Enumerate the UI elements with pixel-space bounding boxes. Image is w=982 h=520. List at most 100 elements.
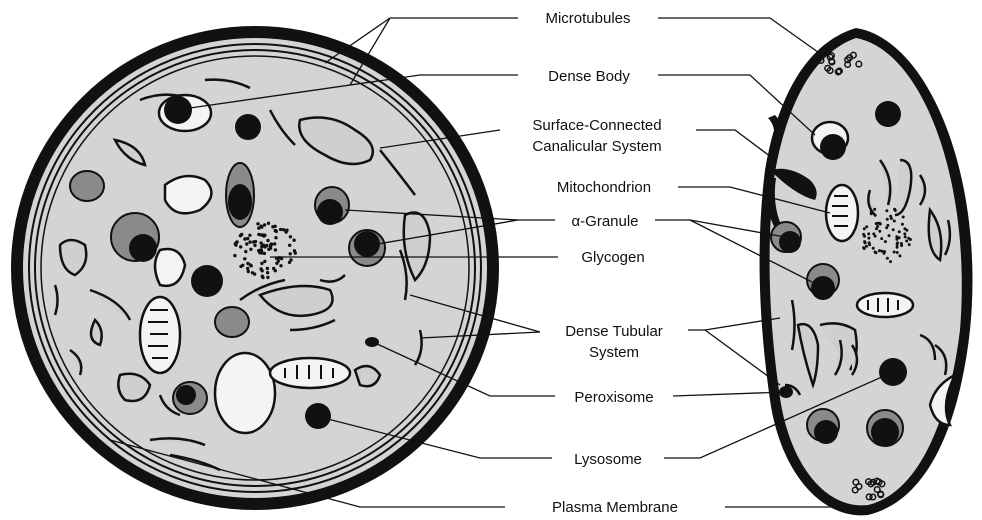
- glycogen-dot: [898, 230, 901, 233]
- label-glycogen: Glycogen: [581, 249, 644, 266]
- glycogen-dot: [270, 242, 273, 245]
- label-dense-body: Dense Body: [548, 68, 630, 85]
- glycogen-dot: [243, 237, 246, 240]
- glycogen-dot: [903, 227, 906, 230]
- glycogen-dot: [893, 208, 896, 211]
- glycogen-dot: [889, 260, 892, 263]
- glycogen-dot: [885, 209, 888, 212]
- glycogen-dot: [865, 225, 868, 228]
- granule-nucleoid: [871, 418, 899, 446]
- canalicular-vacuole: [215, 353, 275, 433]
- glycogen-dot: [872, 232, 875, 235]
- glycogen-dot: [263, 245, 266, 248]
- label-microtubules: Microtubules: [545, 10, 630, 27]
- glycogen-dot: [288, 244, 291, 247]
- leader-microtubules: [658, 18, 822, 55]
- glycogen-dot: [904, 235, 907, 238]
- glycogen-dot: [243, 257, 246, 260]
- label-sccs-line2: Canalicular System: [532, 138, 661, 155]
- glycogen-dot: [885, 226, 888, 229]
- glycogen-dot: [901, 223, 904, 226]
- dense-tubule: [792, 300, 795, 350]
- glycogen-dot: [862, 246, 865, 249]
- glycogen-dot: [266, 239, 269, 242]
- glycogen-dot: [880, 237, 883, 240]
- glycogen-dot: [249, 248, 252, 251]
- dense-body-core: [164, 96, 192, 124]
- glycogen-dot: [257, 233, 260, 236]
- granule-nucleoid: [814, 420, 838, 444]
- glycogen-dot: [870, 212, 873, 215]
- granule-nucleoid: [779, 231, 801, 253]
- granule-nucleoid: [228, 184, 252, 220]
- granule-nucleoid: [129, 234, 157, 262]
- glycogen-dot: [271, 225, 274, 228]
- dense-body: [235, 114, 261, 140]
- glycogen-dot: [876, 225, 879, 228]
- dense-body: [875, 101, 901, 127]
- glycogen-dot: [248, 240, 251, 243]
- glycogen-dot: [263, 223, 266, 226]
- label-dts-line1: Dense Tubular: [565, 323, 663, 340]
- mitochondrion: [857, 293, 913, 317]
- glycogen-dot: [234, 242, 237, 245]
- glycogen-dot: [865, 245, 868, 248]
- glycogen-dot: [908, 243, 911, 246]
- glycogen-dot: [233, 254, 236, 257]
- canalicular-vacuole: [165, 176, 211, 213]
- glycogen-dot: [261, 269, 264, 272]
- glycogen-dot: [266, 276, 269, 279]
- glycogen-dot: [284, 230, 287, 233]
- glycogen-dot: [902, 216, 905, 219]
- glycogen-dot: [896, 243, 899, 246]
- glycogen-dot: [274, 236, 277, 239]
- glycogen-dot: [267, 222, 270, 225]
- glycogen-dot: [896, 246, 899, 249]
- granule-nucleoid: [811, 276, 835, 300]
- glycogen-dot: [863, 235, 866, 238]
- leader-sccs: [695, 130, 775, 160]
- glycogen-dot: [251, 271, 254, 274]
- labels: Microtubules Dense Body Surface-Connecte…: [500, 6, 725, 518]
- label-sccs-line1: Surface-Connected: [532, 117, 661, 134]
- glycogen-dot: [907, 237, 910, 240]
- dense-body-core: [820, 134, 846, 160]
- glycogen-dot: [262, 234, 265, 237]
- dense-body: [191, 265, 223, 297]
- glycogen-dot: [256, 222, 259, 225]
- glycogen-dot: [261, 251, 264, 254]
- glycogen-dot: [245, 242, 248, 245]
- glycogen-dot: [893, 251, 896, 254]
- glycogen-dot: [273, 242, 276, 245]
- label-plasma-membrane: Plasma Membrane: [552, 499, 678, 516]
- granule-nucleoid: [176, 385, 196, 405]
- dense-tubule: [355, 366, 380, 386]
- glycogen-dot: [884, 240, 887, 243]
- glycogen-dot: [252, 240, 255, 243]
- glycogen-dot: [259, 241, 262, 244]
- glycogen-dot: [868, 241, 871, 244]
- glycogen-dot: [872, 247, 875, 250]
- glycogen-dot: [877, 222, 880, 225]
- dense-tubule: [55, 285, 58, 315]
- glycogen-dot: [266, 271, 269, 274]
- glycogen-dot: [246, 267, 249, 270]
- glycogen-dot: [239, 265, 242, 268]
- glycogen-dot: [886, 257, 889, 260]
- glycogen-dot: [289, 252, 292, 255]
- glycogen-dot: [275, 230, 278, 233]
- glycogen-dot: [867, 237, 870, 240]
- mitochondrion: [826, 185, 858, 241]
- label-dts-line2: System: [589, 344, 639, 361]
- glycogen-dot: [864, 241, 867, 244]
- leader-peroxisome: [673, 392, 786, 396]
- lysosome: [305, 403, 331, 429]
- glycogen-dot: [257, 249, 260, 252]
- dense-tubule: [118, 374, 150, 401]
- glycogen-dot: [279, 264, 282, 267]
- glycogen-dot: [261, 276, 264, 279]
- glycogen-dot: [269, 247, 272, 250]
- glycogen-dot: [292, 239, 295, 242]
- glycogen-dot: [898, 236, 901, 239]
